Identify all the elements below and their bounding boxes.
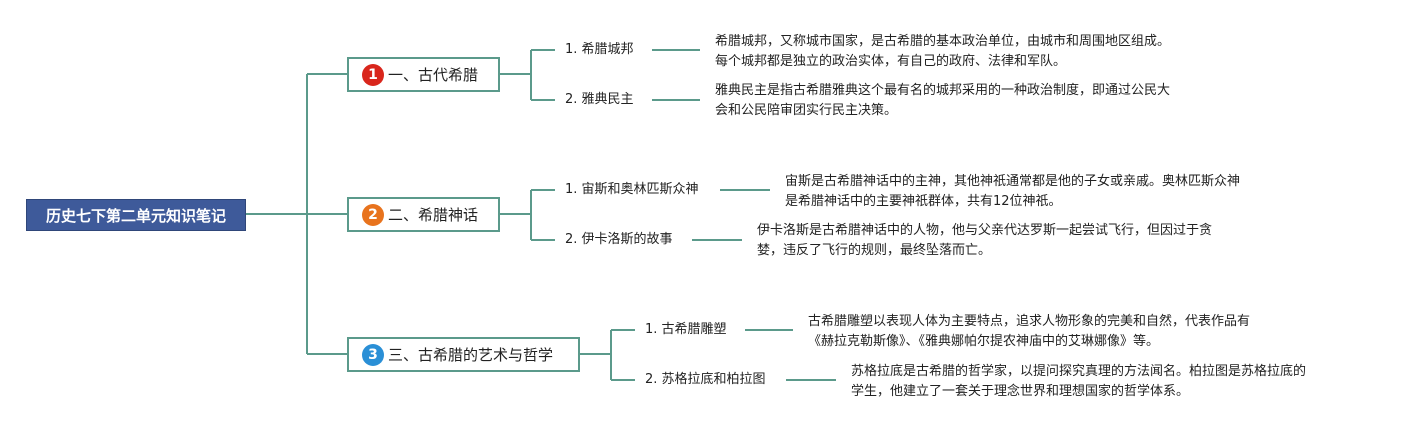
- description-line: 雅典民主是指古希腊雅典这个最有名的城邦采用的一种政治制度，即通过公民大: [715, 83, 1171, 98]
- description-line: 宙斯是古希腊神话中的主神，其他神祇通常都是他的子女或亲戚。奥林匹斯众神: [785, 174, 1241, 189]
- description-2-2: 伊卡洛斯是古希腊神话中的人物，他与父亲代达罗斯一起尝试飞行，但因过于贪 婪，违反…: [757, 221, 1212, 261]
- topic-node-1[interactable]: 1 一、古代希腊: [347, 57, 500, 92]
- subtopic-1-2[interactable]: 2. 雅典民主: [565, 92, 634, 107]
- description-1-1: 希腊城邦，又称城市国家，是古希腊的基本政治单位，由城市和周围地区组成。 每个城邦…: [715, 32, 1170, 72]
- subtopic-2-1[interactable]: 1. 宙斯和奥林匹斯众神: [565, 182, 699, 197]
- topic-node-2[interactable]: 2 二、希腊神话: [347, 197, 500, 232]
- description-line: 会和公民陪审团实行民主决策。: [715, 103, 898, 118]
- root-label: 历史七下第二单元知识笔记: [45, 206, 226, 225]
- description-line: 是希腊神话中的主要神祇群体，共有12位神祇。: [785, 194, 1062, 209]
- description-line: 每个城邦都是独立的政治实体，有自己的政府、法律和军队。: [715, 54, 1067, 69]
- description-2-1: 宙斯是古希腊神话中的主神，其他神祇通常都是他的子女或亲戚。奥林匹斯众神 是希腊神…: [785, 172, 1240, 212]
- topic-label-1: 一、古代希腊: [388, 66, 479, 84]
- topic-label-2: 二、希腊神话: [388, 206, 479, 224]
- topic-label-3: 三、古希腊的艺术与哲学: [388, 346, 554, 364]
- description-3-1: 古希腊雕塑以表现人体为主要特点，追求人物形象的完美和自然，代表作品有 《赫拉克勒…: [808, 312, 1250, 352]
- description-line: 古希腊雕塑以表现人体为主要特点，追求人物形象的完美和自然，代表作品有: [808, 314, 1251, 329]
- subtopic-2-2[interactable]: 2. 伊卡洛斯的故事: [565, 232, 673, 247]
- topic-node-3[interactable]: 3 三、古希腊的艺术与哲学: [347, 337, 580, 372]
- number-badge-2: 2: [362, 203, 384, 226]
- description-line: 希腊城邦，又称城市国家，是古希腊的基本政治单位，由城市和周围地区组成。: [715, 34, 1171, 49]
- description-line: 苏格拉底是古希腊的哲学家，以提问探究真理的方法闻名。柏拉图是苏格拉底的: [851, 364, 1307, 379]
- root-node[interactable]: 历史七下第二单元知识笔记: [26, 199, 246, 231]
- description-line: 婪，违反了飞行的规则，最终坠落而亡。: [757, 243, 992, 258]
- number-badge-3: 3: [362, 343, 384, 366]
- subtopic-1-1[interactable]: 1. 希腊城邦: [565, 42, 634, 57]
- description-line: 学生，他建立了一套关于理念世界和理想国家的哲学体系。: [851, 384, 1190, 399]
- description-1-2: 雅典民主是指古希腊雅典这个最有名的城邦采用的一种政治制度，即通过公民大 会和公民…: [715, 81, 1170, 121]
- subtopic-3-1[interactable]: 1. 古希腊雕塑: [645, 322, 727, 337]
- description-line: 《赫拉克勒斯像》、《雅典娜帕尔提农神庙中的艾琳娜像》等。: [808, 334, 1160, 349]
- subtopic-3-2[interactable]: 2. 苏格拉底和柏拉图: [645, 372, 766, 387]
- description-line: 伊卡洛斯是古希腊神话中的人物，他与父亲代达罗斯一起尝试飞行，但因过于贪: [757, 223, 1213, 238]
- number-badge-1: 1: [362, 63, 384, 86]
- description-3-2: 苏格拉底是古希腊的哲学家，以提问探究真理的方法闻名。柏拉图是苏格拉底的 学生，他…: [851, 362, 1306, 402]
